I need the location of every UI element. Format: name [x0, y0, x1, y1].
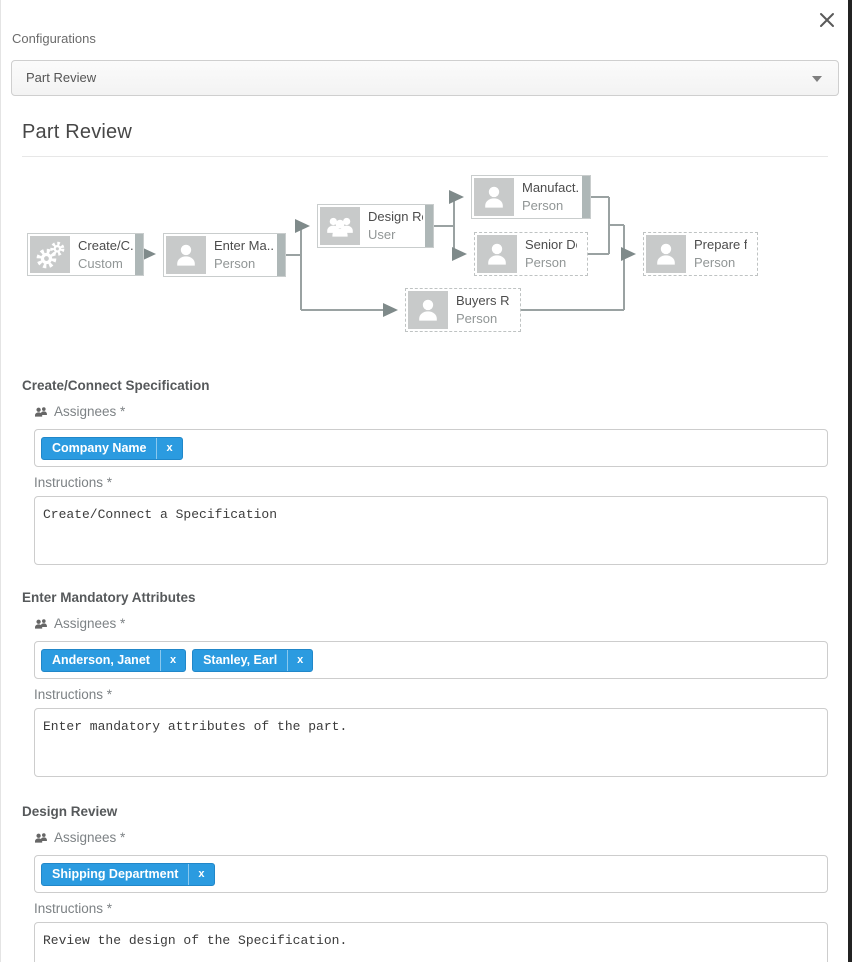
workflow-node-senior-design[interactable]: Senior De... Person	[474, 232, 588, 276]
instructions-textarea[interactable]: Enter mandatory attributes of the part.	[34, 708, 828, 777]
person-icon	[474, 178, 514, 216]
workflow-node-buyers-review[interactable]: Buyers R... Person	[405, 288, 521, 332]
assignees-label: Assignees *	[34, 830, 125, 845]
assignee-tag: Anderson, Janet x	[41, 648, 187, 672]
task-section-enter-mandatory: Enter Mandatory Attributes Assignees * A…	[1, 590, 852, 802]
node-subtitle: Person	[694, 255, 736, 270]
workflow-node-manufacturing[interactable]: Manufact... Person	[471, 175, 591, 219]
node-title: Buyers R...	[456, 293, 510, 308]
node-subtitle: User	[368, 227, 396, 242]
chevron-down-icon	[812, 76, 822, 82]
assignees-input[interactable]: Anderson, Janet x Stanley, Earl x	[34, 641, 828, 679]
tag-remove-icon[interactable]: x	[188, 863, 213, 885]
assignees-input[interactable]: Company Name x	[34, 429, 828, 467]
node-subtitle: Person	[525, 255, 567, 270]
task-section-create-connect: Create/Connect Specification Assignees *…	[1, 378, 852, 590]
instructions-textarea[interactable]: Review the design of the Specification.	[34, 922, 828, 962]
users-icon	[320, 207, 360, 245]
configurations-label: Configurations	[12, 31, 96, 46]
task-section-design-review: Design Review Assignees * Shipping Depar…	[1, 804, 852, 962]
node-subtitle: Custom	[78, 256, 123, 271]
node-subtitle: Person	[214, 256, 256, 271]
assignees-users-icon	[35, 406, 47, 417]
instructions-label: Instructions *	[34, 475, 113, 490]
node-subtitle: Person	[522, 198, 564, 213]
workflow-node-create-connect[interactable]: Create/C... Custom	[27, 233, 144, 276]
configuration-select-value: Part Review	[26, 70, 97, 85]
section-heading: Design Review	[22, 804, 118, 819]
node-title: Manufact...	[522, 180, 580, 195]
gears-icon	[30, 236, 70, 273]
tag-remove-icon[interactable]: x	[287, 649, 312, 671]
workflow-node-enter-mandatory[interactable]: Enter Ma... Person	[163, 233, 286, 277]
section-heading: Enter Mandatory Attributes	[22, 590, 196, 605]
node-title: Design Re...	[368, 209, 423, 224]
section-heading: Create/Connect Specification	[22, 378, 210, 393]
workflow-node-design-review[interactable]: Design Re... User	[317, 204, 434, 248]
configuration-select[interactable]: Part Review	[11, 60, 839, 96]
instructions-textarea[interactable]: Create/Connect a Specification	[34, 496, 828, 565]
page-backdrop-edge	[848, 0, 852, 962]
node-title: Prepare f...	[694, 237, 747, 252]
person-icon	[166, 236, 206, 274]
close-icon[interactable]	[816, 9, 838, 31]
workflow-connectors	[141, 190, 636, 317]
tag-remove-icon[interactable]: x	[156, 437, 181, 459]
assignee-tag: Stanley, Earl x	[192, 648, 314, 672]
assignees-label: Assignees *	[34, 404, 125, 419]
tag-remove-icon[interactable]: x	[159, 649, 185, 671]
assignee-tag: Shipping Department x	[41, 862, 215, 886]
node-title: Create/C...	[78, 238, 133, 253]
instructions-label: Instructions *	[34, 687, 113, 702]
assignee-tag: Company Name x	[41, 436, 183, 460]
node-subtitle: Person	[456, 311, 498, 326]
workflow-node-prepare[interactable]: Prepare f... Person	[643, 232, 758, 276]
assignees-users-icon	[35, 832, 47, 843]
instructions-label: Instructions *	[34, 901, 113, 916]
divider	[22, 156, 828, 157]
node-title: Enter Ma...	[214, 238, 275, 253]
node-title: Senior De...	[525, 237, 577, 252]
person-icon	[646, 235, 686, 273]
person-icon	[477, 235, 517, 273]
assignees-input[interactable]: Shipping Department x	[34, 855, 828, 893]
assignees-users-icon	[35, 618, 47, 629]
assignees-label: Assignees *	[34, 616, 125, 631]
person-icon	[408, 291, 448, 329]
page-title: Part Review	[22, 121, 133, 143]
workflow-diagram: Create/C... Custom Enter Ma... Person	[1, 160, 852, 350]
